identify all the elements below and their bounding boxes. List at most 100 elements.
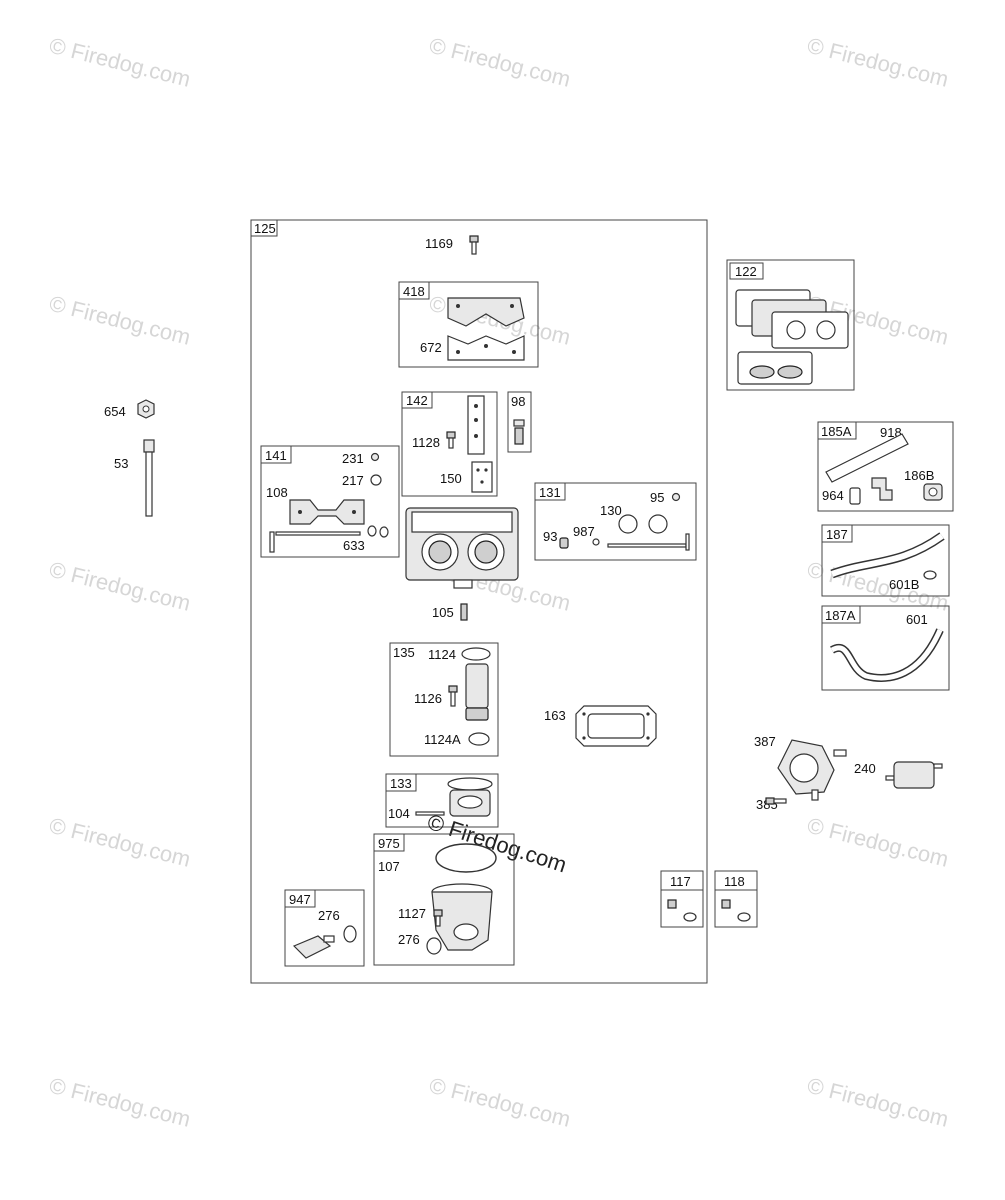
label-276-a: 276 [318, 908, 340, 923]
box-125-tag [250, 219, 278, 237]
box-142-tag [401, 391, 433, 409]
gasket-418-icon [447, 297, 525, 327]
box-117-label: 117 [670, 874, 691, 889]
box-187a-frame [821, 605, 950, 691]
label-1126: 1126 [414, 691, 442, 706]
box-125-frame [250, 219, 708, 984]
rod-633-icon [269, 525, 389, 553]
box-122-label: 122 [735, 264, 757, 279]
o-ring-107-icon [435, 843, 497, 873]
watermark-4: © Firedog.com [47, 291, 193, 350]
gasket-163-icon [575, 705, 657, 747]
svg-text:© Firedog.com: © Firedog.com [424, 809, 569, 877]
box-133-tag [385, 773, 417, 792]
label-105: 105 [432, 605, 454, 620]
box-187a-label: 187A [825, 608, 856, 623]
adapter-133-icon [447, 777, 493, 817]
box-947-frame [284, 889, 365, 967]
label-108: 108 [266, 485, 288, 500]
screw-1127-icon [433, 909, 443, 927]
screw-117-icon [667, 899, 697, 922]
watermark-group: © Firedog.com © Firedog.com © Firedog.co… [47, 33, 951, 1132]
screw-1126-icon [448, 685, 458, 707]
plate-150-icon [471, 461, 493, 493]
label-186b: 186B [904, 468, 934, 483]
label-1128: 1128 [412, 435, 440, 450]
box-141-label: 141 [265, 448, 287, 463]
box-141-tag [260, 445, 292, 464]
screw-231-icon [370, 452, 380, 462]
box-418-frame [398, 281, 539, 368]
screw-118-icon [721, 899, 751, 922]
label-276-b: 276 [398, 932, 420, 947]
box-975-tag [373, 833, 405, 852]
box-185a-tag [817, 421, 857, 440]
box-125-label: 125 [254, 221, 276, 236]
spring-98-icon [513, 419, 525, 445]
spring-105-icon [460, 603, 468, 621]
box-133-frame [385, 773, 499, 828]
box-187-tag [821, 524, 853, 543]
box-131-frame [534, 482, 697, 561]
label-107: 107 [378, 859, 400, 874]
box-975-frame [373, 833, 515, 966]
watermark-11: © Firedog.com [805, 813, 951, 872]
box-187-frame [821, 524, 950, 597]
carburetor-base-975-icon [431, 883, 493, 951]
box-133-label: 133 [390, 776, 412, 791]
box-947-tag [284, 889, 316, 908]
label-1124a: 1124A [424, 732, 461, 747]
label-601b: 601B [889, 577, 919, 592]
box-135-frame [389, 642, 499, 757]
box-135-label: 135 [393, 645, 415, 660]
fitting-964-icon [849, 477, 893, 505]
box-187-label: 187 [826, 527, 848, 542]
box-418-label: 418 [403, 284, 425, 299]
watermark-13: © Firedog.com [427, 1073, 573, 1132]
hose-187a-icon [830, 628, 944, 682]
label-150: 150 [440, 471, 462, 486]
box-975-label: 975 [378, 836, 400, 851]
nut-217-icon [370, 474, 382, 486]
box-187a-tag [821, 605, 861, 624]
box-117-tag [660, 870, 704, 891]
label-987: 987 [573, 524, 595, 539]
label-387: 387 [754, 734, 776, 749]
nut-654-icon [137, 399, 155, 419]
label-633: 633 [343, 538, 365, 553]
label-672: 672 [420, 340, 442, 355]
box-122-tag [729, 262, 764, 280]
box-98-label: 98 [511, 394, 525, 409]
hose-918-icon [825, 433, 909, 483]
watermark-14: © Firedog.com [805, 1073, 951, 1132]
watermark-1: © Firedog.com [47, 33, 193, 92]
watermark-12: © Firedog.com [47, 1073, 193, 1132]
label-163: 163 [544, 708, 566, 723]
box-118-tag [714, 870, 758, 891]
linkage-131-icon [559, 533, 690, 551]
label-1127: 1127 [398, 906, 426, 921]
gasket-set-122-icon [735, 289, 849, 385]
bracket-142-icon [446, 395, 485, 455]
watermark-2: © Firedog.com [427, 33, 573, 92]
washer-276-b-icon [426, 937, 442, 955]
box-142-frame [401, 391, 498, 497]
carburetor-body-icon [405, 507, 519, 589]
box-418-tag [398, 281, 430, 300]
screw-95-icon [671, 492, 681, 502]
fuel-filter-240-icon [885, 761, 943, 789]
plate-108-icon [289, 499, 365, 525]
pin-104-icon [415, 811, 445, 816]
box-141-frame [260, 445, 400, 558]
box-185a-frame [817, 421, 954, 512]
valve-186b-icon [923, 483, 943, 501]
label-104: 104 [388, 806, 410, 821]
watermark-7: © Firedog.com [47, 557, 193, 616]
solenoid-947-icon [292, 925, 357, 959]
label-1124: 1124 [428, 647, 456, 662]
label-217: 217 [342, 473, 364, 488]
center-watermark: © Firedog.com [424, 809, 569, 877]
gasket-1124a-icon [468, 732, 490, 746]
label-964: 964 [822, 488, 844, 503]
